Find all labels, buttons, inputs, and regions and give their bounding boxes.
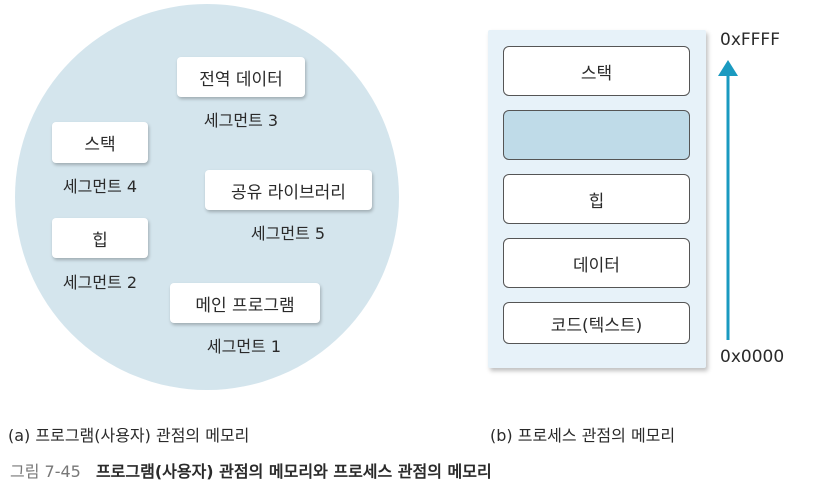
memory-block-free [503, 110, 690, 160]
segment-label-1: 세그먼트 1 [206, 337, 282, 356]
segment-box-heap: 힙 [52, 218, 148, 258]
address-low: 0x0000 [720, 347, 785, 367]
caption-a: (a) 프로그램(사용자) 관점의 메모리 [8, 426, 250, 445]
memory-block-data: 데이터 [503, 238, 690, 288]
caption-b: (b) 프로세스 관점의 메모리 [490, 426, 676, 445]
segment-label-4: 세그먼트 4 [62, 177, 138, 196]
segment-box-global-data: 전역 데이터 [177, 57, 305, 97]
figure-title: 프로그램(사용자) 관점의 메모리와 프로세스 관점의 메모리 [95, 462, 492, 481]
memory-block-stack: 스택 [503, 46, 690, 96]
segment-box-shared-library: 공유 라이브러리 [205, 170, 372, 210]
segment-box-stack: 스택 [52, 122, 148, 163]
segment-label-2: 세그먼트 2 [62, 273, 138, 292]
memory-block-heap: 힙 [503, 174, 690, 224]
segment-box-main-program: 메인 프로그램 [170, 283, 320, 323]
segment-label-5: 세그먼트 5 [250, 224, 326, 243]
figure-caption: 그림 7-45 프로그램(사용자) 관점의 메모리와 프로세스 관점의 메모리 [10, 458, 492, 482]
memory-block-code: 코드(텍스트) [503, 302, 690, 344]
address-arrow-icon [718, 60, 738, 340]
figure-number: 그림 7-45 [10, 462, 81, 481]
address-high: 0xFFFF [720, 30, 780, 50]
segment-label-3: 세그먼트 3 [203, 111, 279, 130]
